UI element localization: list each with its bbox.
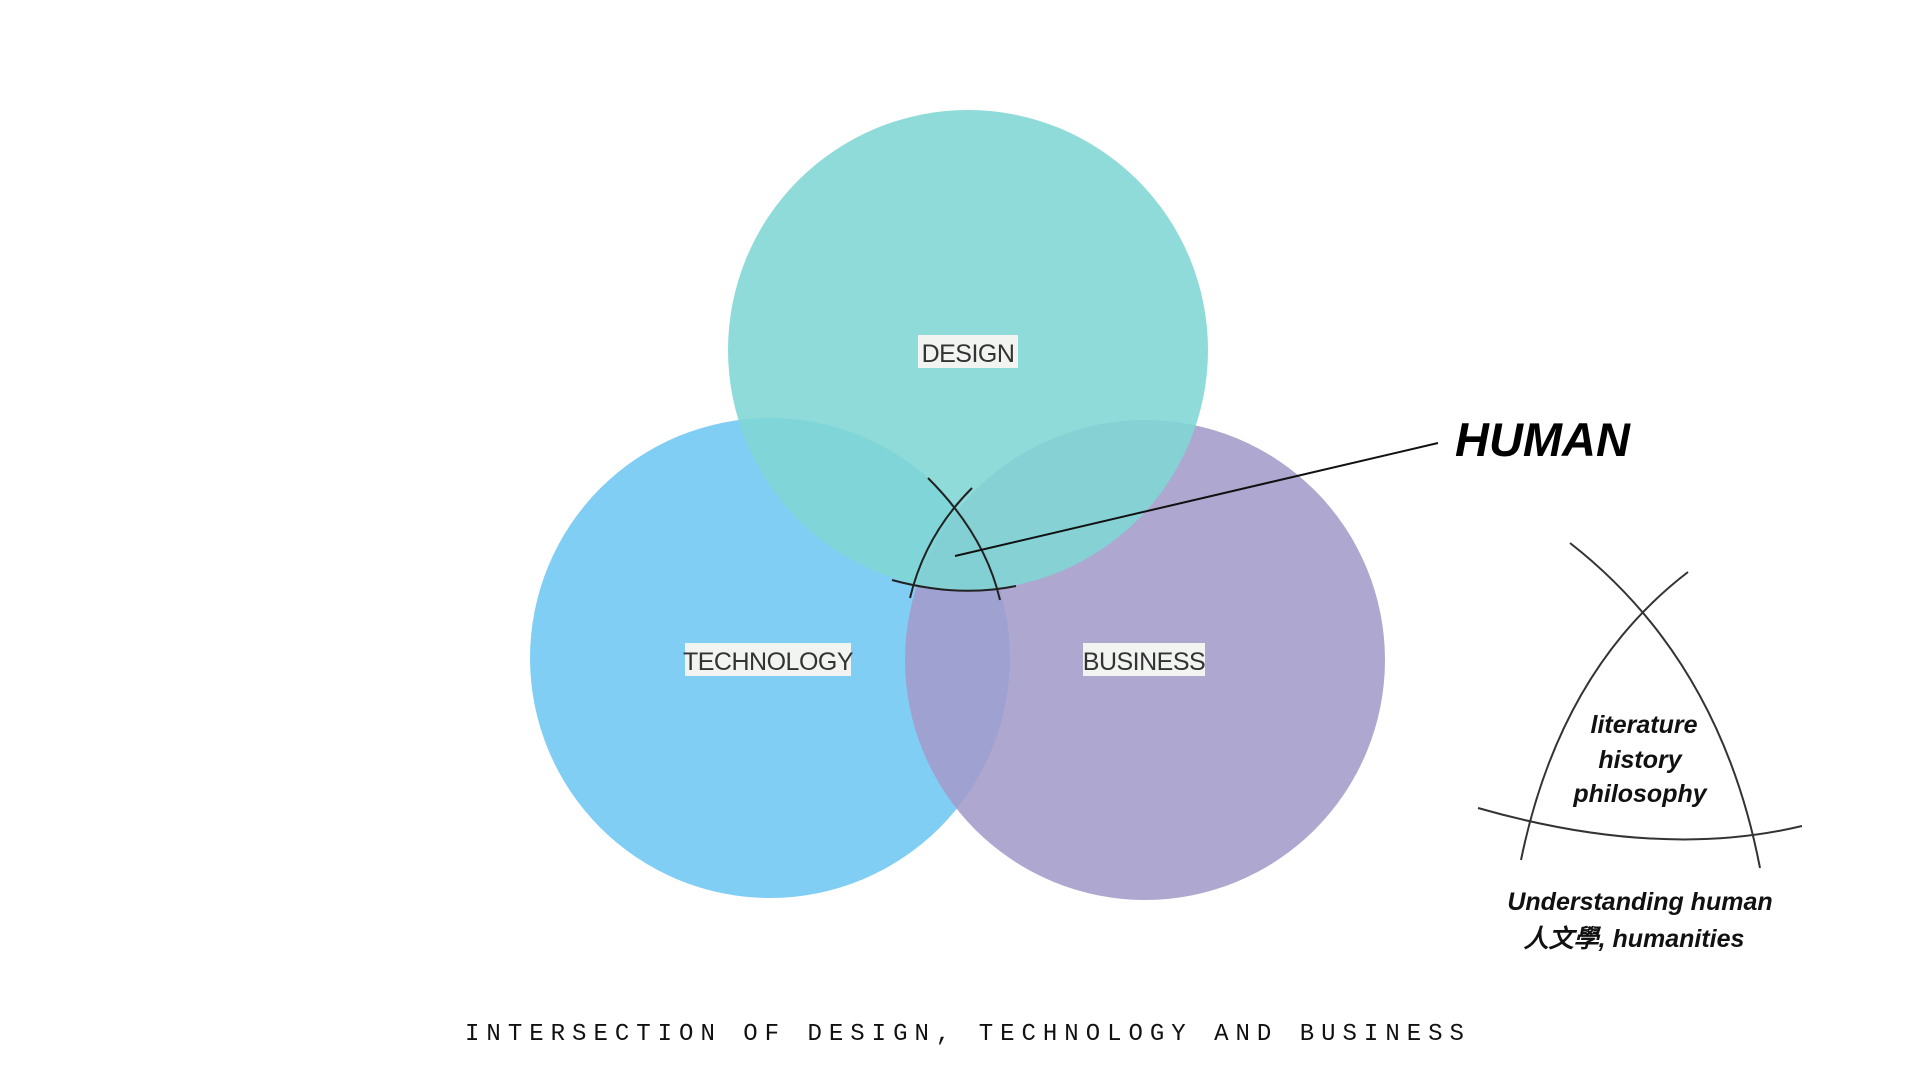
humanities-caption-line2: 人文學, humanities — [1524, 925, 1745, 953]
center-arc-left — [927, 477, 1001, 601]
design-label: DESIGN — [922, 340, 1015, 368]
business-label: BUSINESS — [1083, 648, 1205, 676]
business-label-background — [1083, 643, 1205, 676]
technology-label-group: TECHNOLOGY — [683, 643, 854, 676]
design-label-background — [918, 335, 1018, 368]
center-intersection-arcs — [891, 477, 1017, 601]
human-pointer-line — [954, 442, 1439, 557]
human-label: HUMAN — [1455, 413, 1631, 466]
humanities-item-philosophy: philosophy — [1572, 780, 1707, 808]
business-label-group: BUSINESS — [1083, 643, 1206, 676]
diagram-caption: INTERSECTION OF DESIGN, TECHNOLOGY AND B… — [465, 1021, 1471, 1048]
humanities-arc-left — [1569, 542, 1761, 869]
center-arc-bottom — [891, 579, 1017, 592]
technology-label-background — [685, 643, 851, 676]
humanities-item-literature: literature — [1591, 711, 1698, 739]
technology-label: TECHNOLOGY — [683, 648, 854, 676]
design-label-group: DESIGN — [918, 335, 1018, 368]
humanities-arc-right — [1520, 571, 1689, 861]
humanities-caption-line1: Understanding human — [1507, 888, 1772, 916]
humanities-arcs — [1477, 542, 1803, 869]
humanities-arc-bottom — [1477, 807, 1803, 841]
humanities-item-history: history — [1598, 746, 1682, 774]
